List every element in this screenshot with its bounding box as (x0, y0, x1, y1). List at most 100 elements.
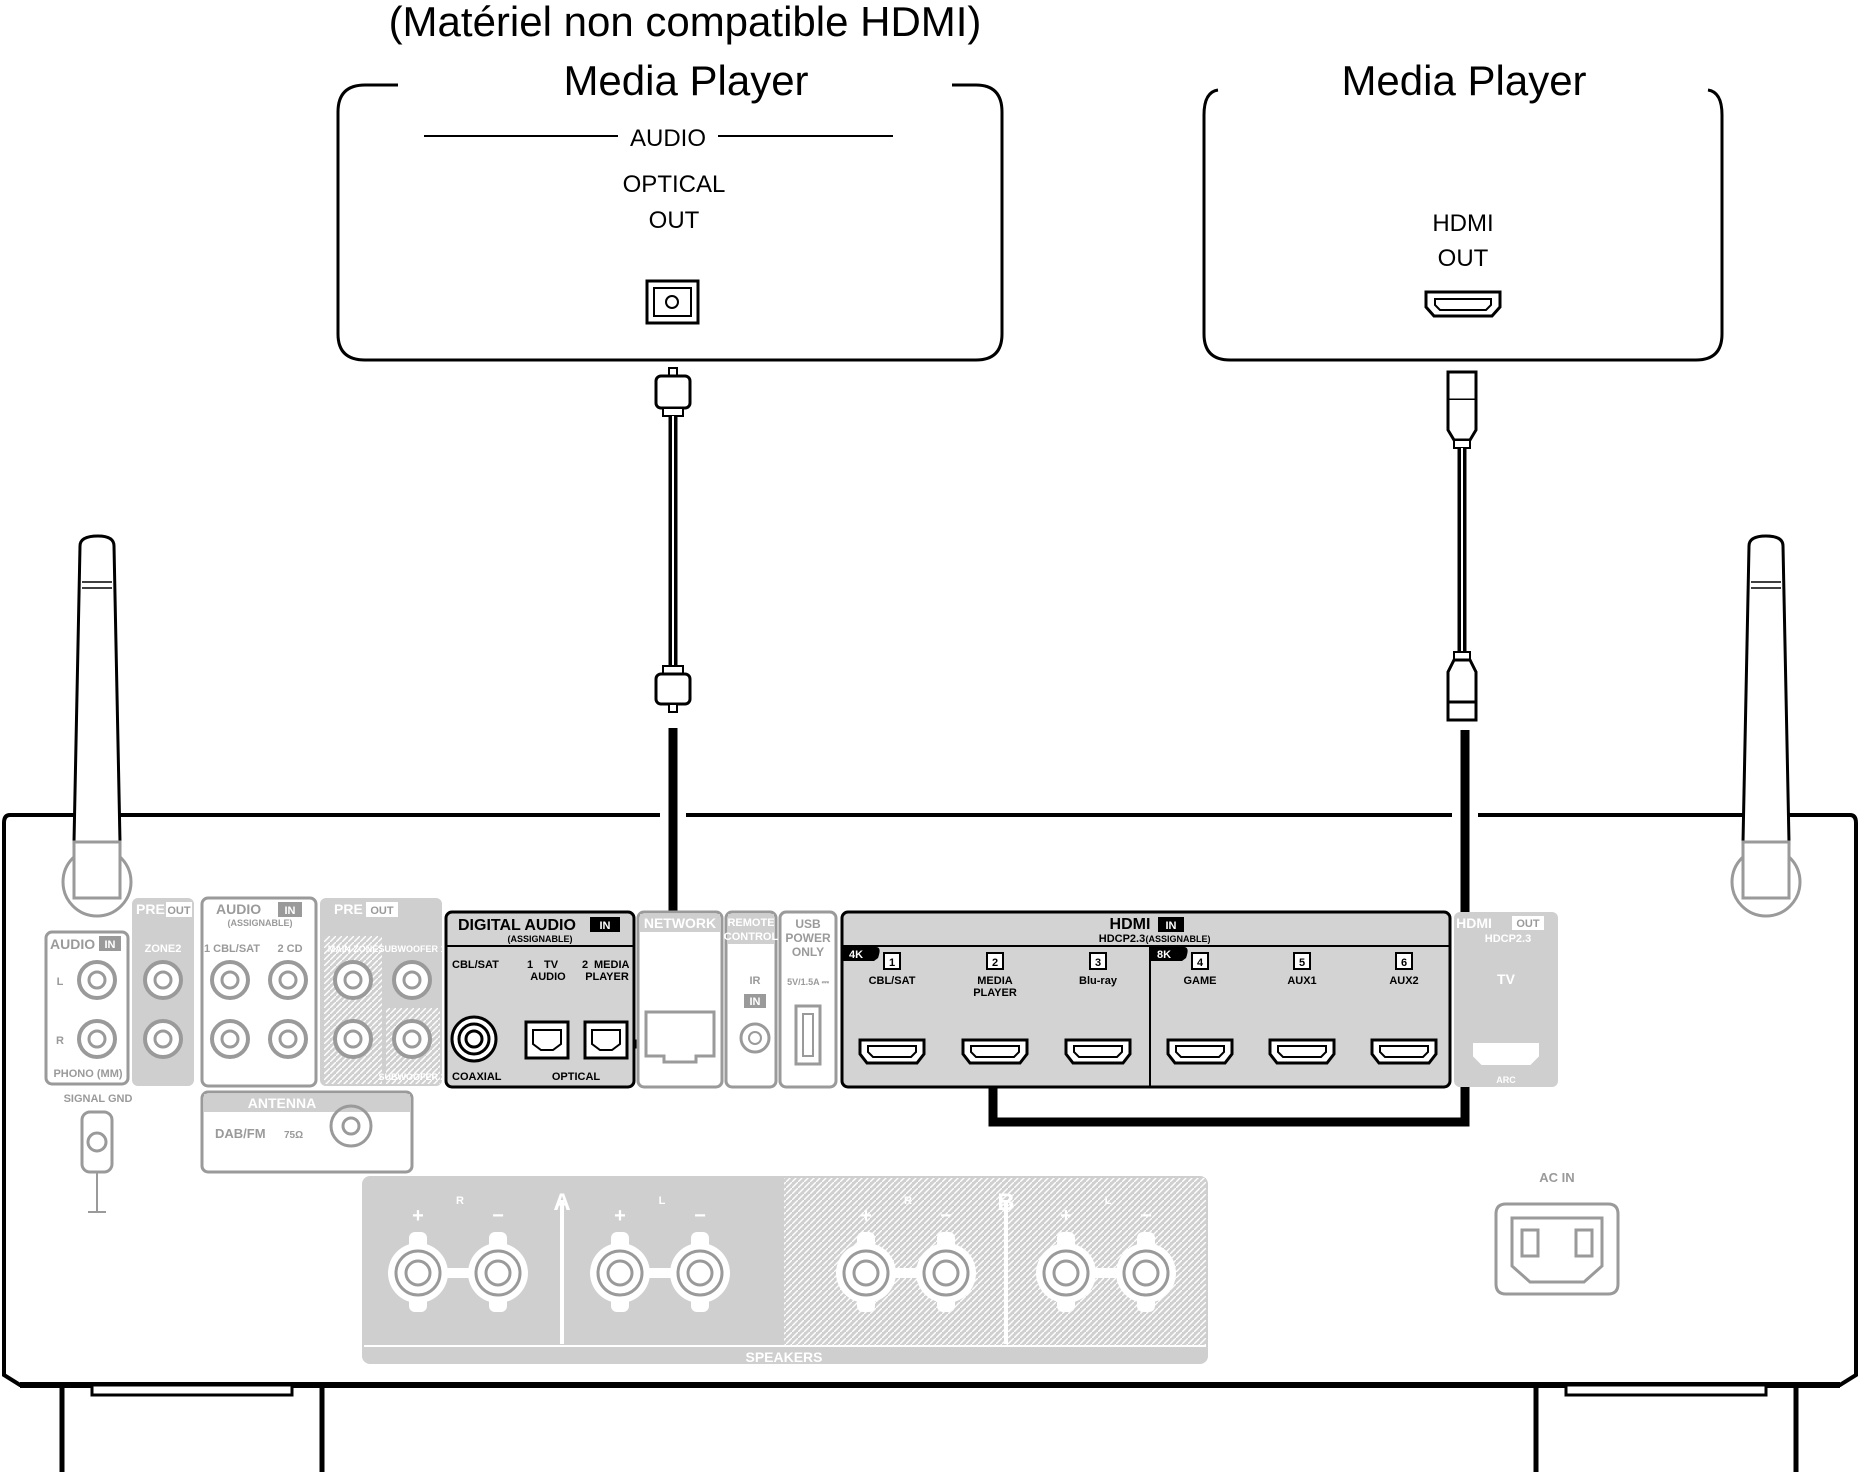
hdmi-input-number: 6 (1401, 957, 1407, 969)
hdmi-out-title: HDMI (1456, 915, 1492, 931)
optical2-num: 2 (582, 959, 588, 971)
hdmi-input-label-2: PLAYER (973, 987, 1017, 999)
network-panel: NETWORK (636, 910, 724, 1089)
hdmi-input-number: 5 (1299, 957, 1305, 969)
hdmi-4k-badge: 4K (849, 949, 863, 961)
phono-r-label: R (56, 1035, 64, 1047)
hdmi-input-label: Blu-ray (1079, 975, 1118, 987)
hdmi-input-number: 2 (992, 957, 998, 969)
optical-in-label: OPTICAL (552, 1071, 601, 1083)
pre-out-zone2-panel: PRE OUT ZONE2 (132, 898, 194, 1086)
hdmi-in-assignable: (ASSIGNABLE) (1146, 934, 1211, 944)
optical-label: OPTICAL (623, 171, 726, 198)
optical2-label-a: MEDIA (594, 959, 630, 971)
header-note: (Matériel non compatible HDMI) (389, 0, 982, 45)
hdmi-label: HDMI (1432, 210, 1493, 237)
zone2-out-tag: OUT (167, 905, 191, 917)
speaker-channel-label: R (904, 1195, 912, 1207)
optical2-label-b: PLAYER (585, 971, 629, 983)
network-label: NETWORK (644, 915, 716, 931)
speaker-channel-label: R (456, 1195, 464, 1207)
audio-in2-tag: IN (285, 905, 296, 917)
antenna-title: ANTENNA (248, 1095, 316, 1111)
usb-panel: USB POWER ONLY 5V/1.5A ⎓ (778, 910, 838, 1089)
hdmi-input-port (1166, 1038, 1234, 1065)
hdmi-8k-badge: 8K (1157, 949, 1171, 961)
remote-label-1: REMOTE (727, 917, 774, 929)
hdmi-input-port (961, 1038, 1029, 1065)
speaker-terminal-pair: L + − (590, 1195, 730, 1312)
optical-player-title: Media Player (563, 57, 808, 104)
hdmi-out-port (1424, 290, 1502, 318)
main-pre-title: PRE (334, 901, 363, 917)
usb-label-2: POWER (785, 931, 831, 945)
audio-in2-assignable: (ASSIGNABLE) (228, 918, 293, 928)
hdmi-input-port (1370, 1038, 1438, 1065)
hdmi-in-panel: HDMI IN HDCP2.3 (ASSIGNABLE) 4K 8K 1CBL/… (840, 910, 1452, 1089)
sub2-label: SUBWOOFER 2 (378, 1072, 445, 1082)
coaxial-jack (450, 1015, 498, 1063)
speakers-panel: A B SPEAKERS R+−L+−R+−L+− (362, 1176, 1208, 1365)
optical-in-2-port (583, 1020, 629, 1060)
hdmi-input-port (858, 1038, 926, 1065)
hdmi-out-arc-label: ARC (1496, 1075, 1516, 1085)
audio-in-phono-panel: AUDIO IN L R PHONO (MM) SIGNAL GND (44, 930, 133, 1213)
speaker-terminal-pair: R+− (388, 1195, 528, 1312)
ir-in-tag: IN (750, 996, 761, 1008)
speakers-zone-b: B (997, 1189, 1014, 1216)
hdmi-player-title: Media Player (1341, 57, 1586, 104)
minus-icon: − (940, 1205, 952, 1227)
optical-out-label: OUT (649, 207, 700, 234)
phono-label: PHONO (MM) (53, 1068, 122, 1080)
right-foot (1533, 1383, 1799, 1472)
antenna-impedance: 75Ω (284, 1130, 303, 1141)
phono-l-label: L (57, 976, 64, 988)
main-zone-label: MAIN ZONE (328, 944, 379, 954)
digital-audio-in-panel: DIGITAL AUDIO IN (ASSIGNABLE) CBL/SAT 1 … (444, 910, 636, 1089)
main-out-tag: OUT (370, 905, 394, 917)
speakers-zone-a: A (553, 1189, 570, 1216)
hdmi-input-port (1064, 1038, 1132, 1065)
hdmi-input-label: CBL/SAT (869, 975, 916, 987)
hdmi-out-label: OUT (1438, 245, 1489, 272)
hdmi-input-number: 4 (1197, 957, 1204, 969)
audio-section-label: AUDIO (630, 125, 706, 152)
ac-in-label: AC IN (1539, 1170, 1574, 1185)
hdmi-in-hdcp: HDCP2.3 (1099, 933, 1145, 945)
remote-label-2: CONTROL (724, 931, 779, 943)
av-receiver: AUDIO IN L R PHONO (MM) SIGNAL GND PRE O… (1, 534, 1858, 1472)
plus-icon: + (1060, 1205, 1072, 1227)
audio-in-tag: IN (105, 939, 116, 951)
plus-icon: + (614, 1205, 626, 1227)
speaker-channel-label: L (659, 1195, 666, 1207)
digital-audio-assignable: (ASSIGNABLE) (508, 934, 573, 944)
ir-label: IR (750, 975, 761, 987)
audio-in2-ch1: 1 CBL/SAT (204, 943, 260, 955)
optical1-label-b: AUDIO (530, 971, 566, 983)
speaker-terminal-pair: R + − (836, 1195, 976, 1312)
speaker-terminal-pair: L+− (1036, 1195, 1176, 1312)
audio-in2-title: AUDIO (216, 901, 261, 917)
sub1-label: SUBWOOFER 1 (378, 944, 445, 954)
minus-icon: − (694, 1205, 706, 1227)
antenna-band: DAB/FM (215, 1126, 266, 1141)
remote-control-panel: REMOTE CONTROL IR IN (724, 910, 779, 1089)
hdmi-input-label: AUX1 (1287, 975, 1316, 987)
ac-in-panel: AC IN (1494, 1170, 1620, 1296)
signal-gnd-label: SIGNAL GND (64, 1093, 133, 1105)
zone2-pre-title: PRE (136, 901, 165, 917)
hdmi-input-label: GAME (1184, 975, 1217, 987)
minus-icon: − (492, 1205, 504, 1227)
antenna-panel: ANTENNA DAB/FM 75Ω (200, 1090, 414, 1174)
plus-icon: + (860, 1205, 872, 1227)
right-antenna (1730, 534, 1802, 918)
audio-in-assignable-panel: AUDIO IN (ASSIGNABLE) 1 CBL/SAT 2 CD (200, 896, 318, 1088)
digital-audio-title: DIGITAL AUDIO (458, 917, 576, 934)
